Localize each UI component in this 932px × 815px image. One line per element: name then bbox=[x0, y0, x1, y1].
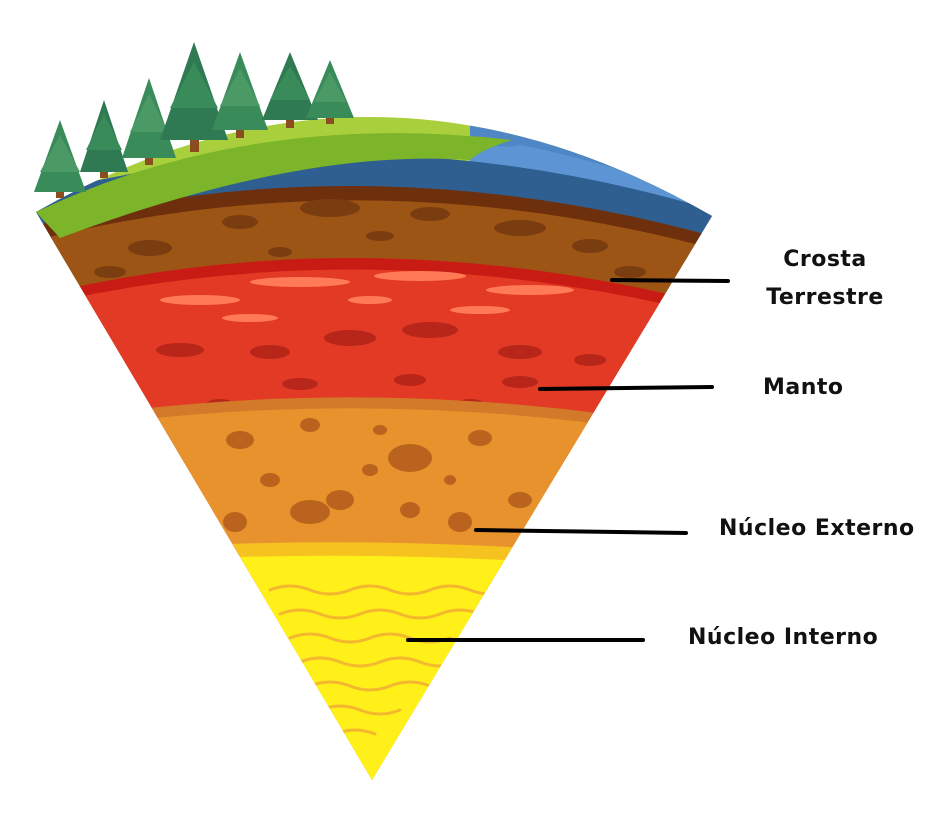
tree-icon bbox=[80, 100, 128, 178]
tree-icon bbox=[212, 52, 268, 138]
grass-top bbox=[36, 133, 512, 238]
tree-icon bbox=[160, 42, 228, 152]
mantle-streaks bbox=[160, 271, 574, 322]
outer-core-label: Núcleo Externo bbox=[719, 510, 915, 548]
crust-label-line-2: Terrestre bbox=[766, 285, 884, 310]
crust-label-line-1: Crosta bbox=[783, 247, 867, 272]
mantle-label-line-1: Manto bbox=[763, 375, 844, 400]
outer-core-leader-line bbox=[474, 528, 688, 535]
crust-leader-line bbox=[610, 278, 730, 283]
outer-core-label-line-1: Núcleo Externo bbox=[719, 516, 915, 541]
inner-core-label-line-1: Núcleo Interno bbox=[688, 625, 879, 650]
leader-lines bbox=[406, 278, 730, 642]
crust-label: Crosta Terrestre bbox=[760, 241, 890, 317]
mantle-leader-line bbox=[538, 385, 714, 391]
inner-core-label: Núcleo Interno bbox=[688, 619, 878, 657]
trees bbox=[34, 42, 354, 198]
tree-icon bbox=[306, 60, 354, 124]
inner-core-layer bbox=[36, 555, 712, 781]
outer-core-spots bbox=[223, 418, 532, 532]
tree-icon bbox=[34, 120, 86, 198]
mantle-label: Manto bbox=[763, 369, 844, 407]
tree-icon bbox=[262, 52, 318, 128]
crust-spots bbox=[94, 199, 646, 278]
